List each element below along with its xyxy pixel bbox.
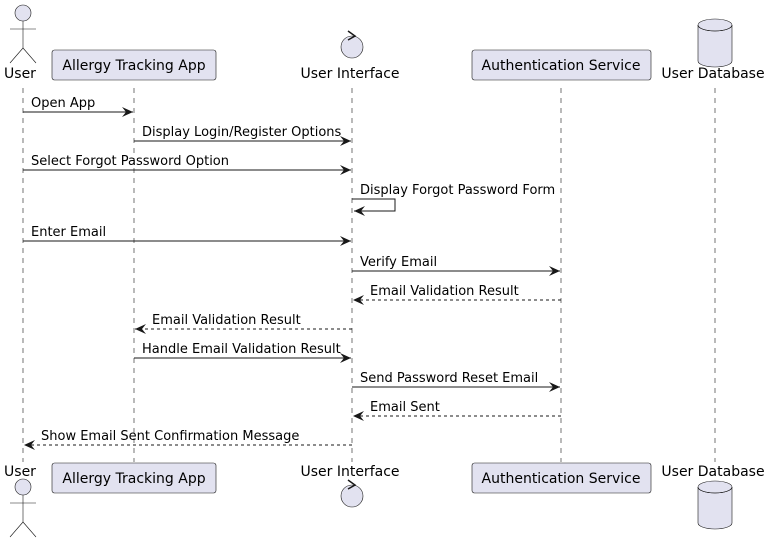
participant-app-top: [51, 49, 217, 81]
message-8: Email Validation Result: [135, 313, 352, 334]
message-label: Display Forgot Password Form: [360, 183, 555, 198]
participant-box-auth: [471, 49, 652, 81]
control-icon-top: [340, 30, 364, 59]
control-arrow: [347, 479, 357, 490]
message-2: Display Login/Register Options: [134, 125, 351, 146]
database-rim: [697, 24, 733, 32]
message-4: Display Forgot Password Form: [352, 183, 555, 216]
participant-label-app-bottom: Allergy Tracking App: [62, 471, 205, 487]
message-label: Handle Email Validation Result: [142, 342, 341, 357]
participant-label-db-bottom: User Database: [661, 464, 764, 480]
participant-label-auth-top: Authentication Service: [482, 58, 641, 74]
message-label: Enter Email: [31, 225, 106, 240]
participant-label-ui-top: User Interface: [300, 66, 399, 82]
actor-left-leg: [9, 521, 24, 538]
message-label: Verify Email: [360, 255, 437, 270]
participant-label-app-top: Allergy Tracking App: [62, 58, 205, 74]
participant-box-app: [51, 49, 217, 81]
message-5: Enter Email: [23, 225, 351, 246]
actor-icon-bottom: [9, 478, 37, 538]
actor-head: [14, 478, 32, 496]
participant-label-auth-bottom: Authentication Service: [482, 471, 641, 487]
message-label: Send Password Reset Email: [360, 371, 538, 386]
message-6: Verify Email: [352, 255, 560, 276]
control-arrow: [347, 30, 357, 41]
message-label: Select Forgot Password Option: [31, 154, 229, 169]
message-11: Email Sent: [353, 400, 561, 421]
participant-label-ui-bottom: User Interface: [300, 464, 399, 480]
participant-box-auth: [471, 462, 652, 494]
database-body: [697, 25, 733, 68]
database-rim: [697, 486, 733, 494]
participant-box-app: [51, 462, 217, 494]
database-icon-bottom: [697, 480, 733, 530]
control-circle: [340, 484, 364, 508]
participant-label-user-bottom: User: [4, 464, 36, 480]
participant-label-user-top: User: [4, 66, 36, 82]
participant-auth-top: [471, 49, 652, 81]
actor-left-leg: [9, 47, 24, 64]
database-icon-top: [697, 18, 733, 68]
message-12: Show Email Sent Confirmation Message: [24, 429, 352, 450]
control-icon-bottom: [340, 479, 364, 508]
message-label: Open App: [31, 96, 95, 111]
message-7: Email Validation Result: [353, 284, 561, 305]
message-label: Display Login/Register Options: [142, 125, 342, 140]
actor-icon-top: [9, 4, 37, 64]
message-1: Open App: [23, 96, 133, 117]
actor-right-leg: [22, 521, 37, 538]
actor-head: [14, 4, 32, 22]
message-label: Email Validation Result: [370, 284, 519, 299]
message-label: Show Email Sent Confirmation Message: [41, 429, 299, 444]
participant-app-bottom: [51, 462, 217, 494]
actor-right-leg: [22, 47, 37, 64]
participant-auth-bottom: [471, 462, 652, 494]
message-arrow: [352, 198, 396, 216]
message-3: Select Forgot Password Option: [23, 154, 351, 175]
database-body: [697, 487, 733, 530]
message-9: Handle Email Validation Result: [134, 342, 351, 363]
message-label: Email Sent: [370, 400, 440, 415]
control-circle: [340, 35, 364, 59]
participant-label-db-top: User Database: [661, 66, 764, 82]
message-10: Send Password Reset Email: [352, 371, 560, 392]
message-label: Email Validation Result: [152, 313, 301, 328]
